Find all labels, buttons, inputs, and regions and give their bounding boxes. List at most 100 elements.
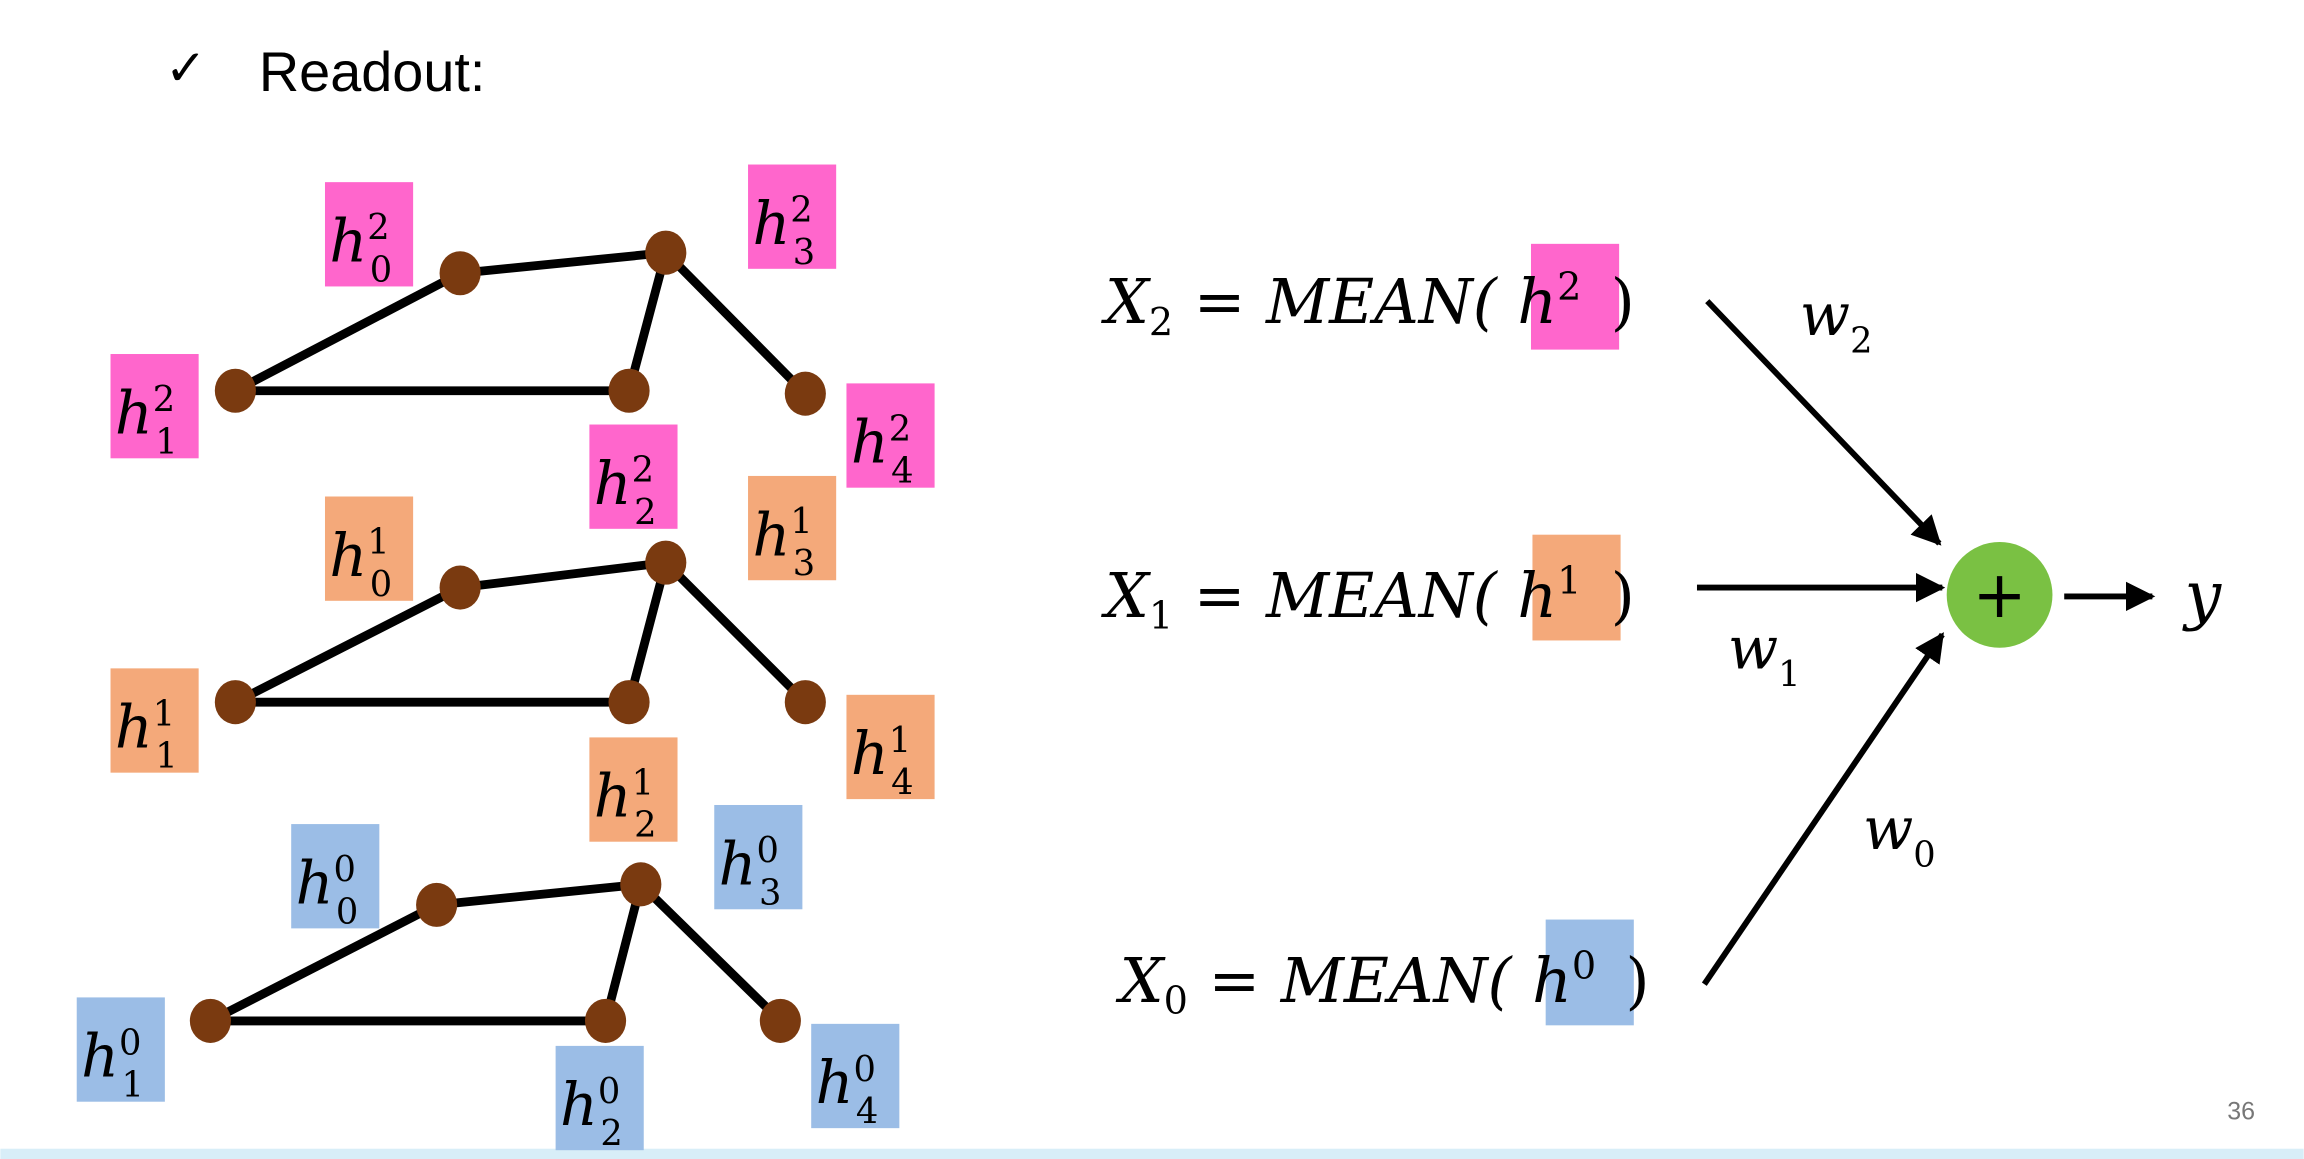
label-box [714, 804, 803, 910]
lhs-sub: 0 [1164, 980, 1188, 1024]
weight-arrow [1701, 632, 1945, 986]
label-text-sup: 0 [119, 1022, 141, 1063]
label-text-sup: 0 [598, 1071, 620, 1112]
label-text-base: h [851, 408, 889, 477]
label-text-sub: 2 [634, 492, 656, 533]
label-box [110, 668, 199, 773]
equation-x2: X2=MEAN(h2) [1101, 243, 1635, 350]
label-text-sub: 0 [370, 564, 392, 605]
label-box [291, 824, 380, 929]
label-text-sup: 0 [853, 1049, 875, 1090]
label-text-sup: 0 [757, 830, 779, 871]
lhs-sub: 2 [1149, 301, 1173, 345]
graph-edge [601, 883, 646, 1023]
label-text-sub: 3 [793, 232, 815, 273]
mean-arg: h [1517, 560, 1557, 632]
equation-text: X1=MEAN(h1) [1101, 559, 1635, 638]
label-text-sup: 2 [632, 450, 654, 491]
mean-arg-sup: 1 [1557, 559, 1581, 603]
graph-edge [436, 879, 642, 910]
label-text-sup: 1 [790, 501, 812, 542]
weight-w1: w1 [1728, 613, 1801, 695]
lhs: X [1116, 945, 1166, 1017]
mean-func: MEAN( [1265, 266, 1499, 338]
label-text-sup: 2 [153, 379, 175, 420]
graph-node-1 [214, 368, 256, 413]
graph-edge [208, 900, 439, 1025]
label-text-base: h [115, 378, 153, 447]
label-box [76, 997, 165, 1102]
label-text-sup: 2 [889, 408, 911, 449]
mean-arg-box [1532, 534, 1621, 641]
mean-arg: h [1517, 266, 1557, 338]
output-y: y [2182, 558, 2223, 633]
graph-edge [459, 248, 667, 278]
close-paren: ) [1611, 266, 1635, 338]
equals: = [1194, 266, 1246, 338]
graph-node-4 [784, 371, 826, 416]
graph-node-4 [759, 998, 801, 1043]
mean-func: MEAN( [1280, 945, 1514, 1017]
close-paren: ) [1625, 945, 1649, 1017]
label-text-sup: 1 [153, 693, 175, 734]
label-text-sub: 1 [155, 736, 177, 777]
label-text-sub: 2 [600, 1113, 622, 1154]
mean-arg-box [1530, 243, 1620, 350]
label-text-base: h [560, 1070, 598, 1139]
graph-node-1 [214, 680, 256, 725]
graph-edge [459, 558, 667, 592]
weight-w2-sub: 2 [1850, 321, 1872, 362]
label-text-base: h [752, 500, 790, 569]
weight-w0-sub: 0 [1913, 835, 1935, 876]
label-text-base: h [719, 829, 757, 898]
graph-node-3 [645, 230, 687, 275]
label-text-sub: 4 [891, 762, 913, 803]
label-text-base: h [329, 521, 367, 590]
label-text-sub: 1 [155, 421, 177, 462]
mean-arg-box [1545, 919, 1634, 1026]
label-text-sub: 0 [336, 891, 358, 932]
label-text-base: h [851, 719, 889, 788]
graph-node-0 [416, 882, 458, 927]
plus-icon: + [1973, 558, 2027, 633]
graph-edge [233, 269, 463, 395]
label-text-sub: 1 [121, 1065, 143, 1106]
close-paren: ) [1611, 560, 1635, 632]
graph-edge [624, 561, 671, 704]
label-text-base: h [594, 762, 632, 831]
label-box [110, 354, 199, 459]
lhs: X [1101, 266, 1151, 338]
label-text-sub: 3 [793, 543, 815, 584]
label-box [555, 1045, 644, 1151]
lhs: X [1101, 560, 1151, 632]
page-number: 36 [2227, 1097, 2255, 1125]
label-text-sup: 0 [333, 849, 355, 890]
label-box [324, 496, 414, 601]
label-text-sup: 1 [889, 720, 911, 761]
equation-text: X2=MEAN(h2) [1101, 266, 1635, 345]
graph-node-1 [189, 998, 231, 1043]
label-box [811, 1023, 900, 1129]
label-text-sub: 2 [634, 805, 656, 846]
